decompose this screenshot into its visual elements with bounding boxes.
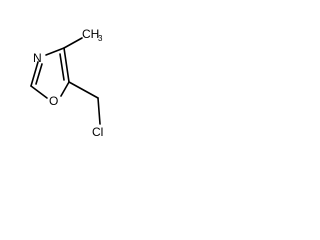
atom-chlorine: Cl <box>92 125 103 139</box>
bond-o1-c2 <box>30 85 48 99</box>
atom-methyl: CH <box>82 27 99 41</box>
molecule-structure: N O CH 3 Cl <box>30 27 103 139</box>
bond-c2-n3-inner <box>35 63 43 85</box>
atom-methyl-subscript: 3 <box>98 34 103 43</box>
atom-nitrogen: N <box>33 51 42 65</box>
bond-c4-c5 <box>63 47 70 83</box>
structure-canvas: N O CH 3 Cl <box>0 0 150 150</box>
bond-c4-methyl <box>63 37 83 49</box>
bond-c5-ch2 <box>68 81 99 99</box>
bond-c5-o1 <box>60 81 70 97</box>
bond-n3-c4 <box>45 47 65 56</box>
bond-c2-n3 <box>30 61 39 87</box>
bond-c4-c5-inner <box>59 53 65 81</box>
atom-oxygen: O <box>49 94 58 108</box>
bond-ch2-cl <box>97 97 101 125</box>
